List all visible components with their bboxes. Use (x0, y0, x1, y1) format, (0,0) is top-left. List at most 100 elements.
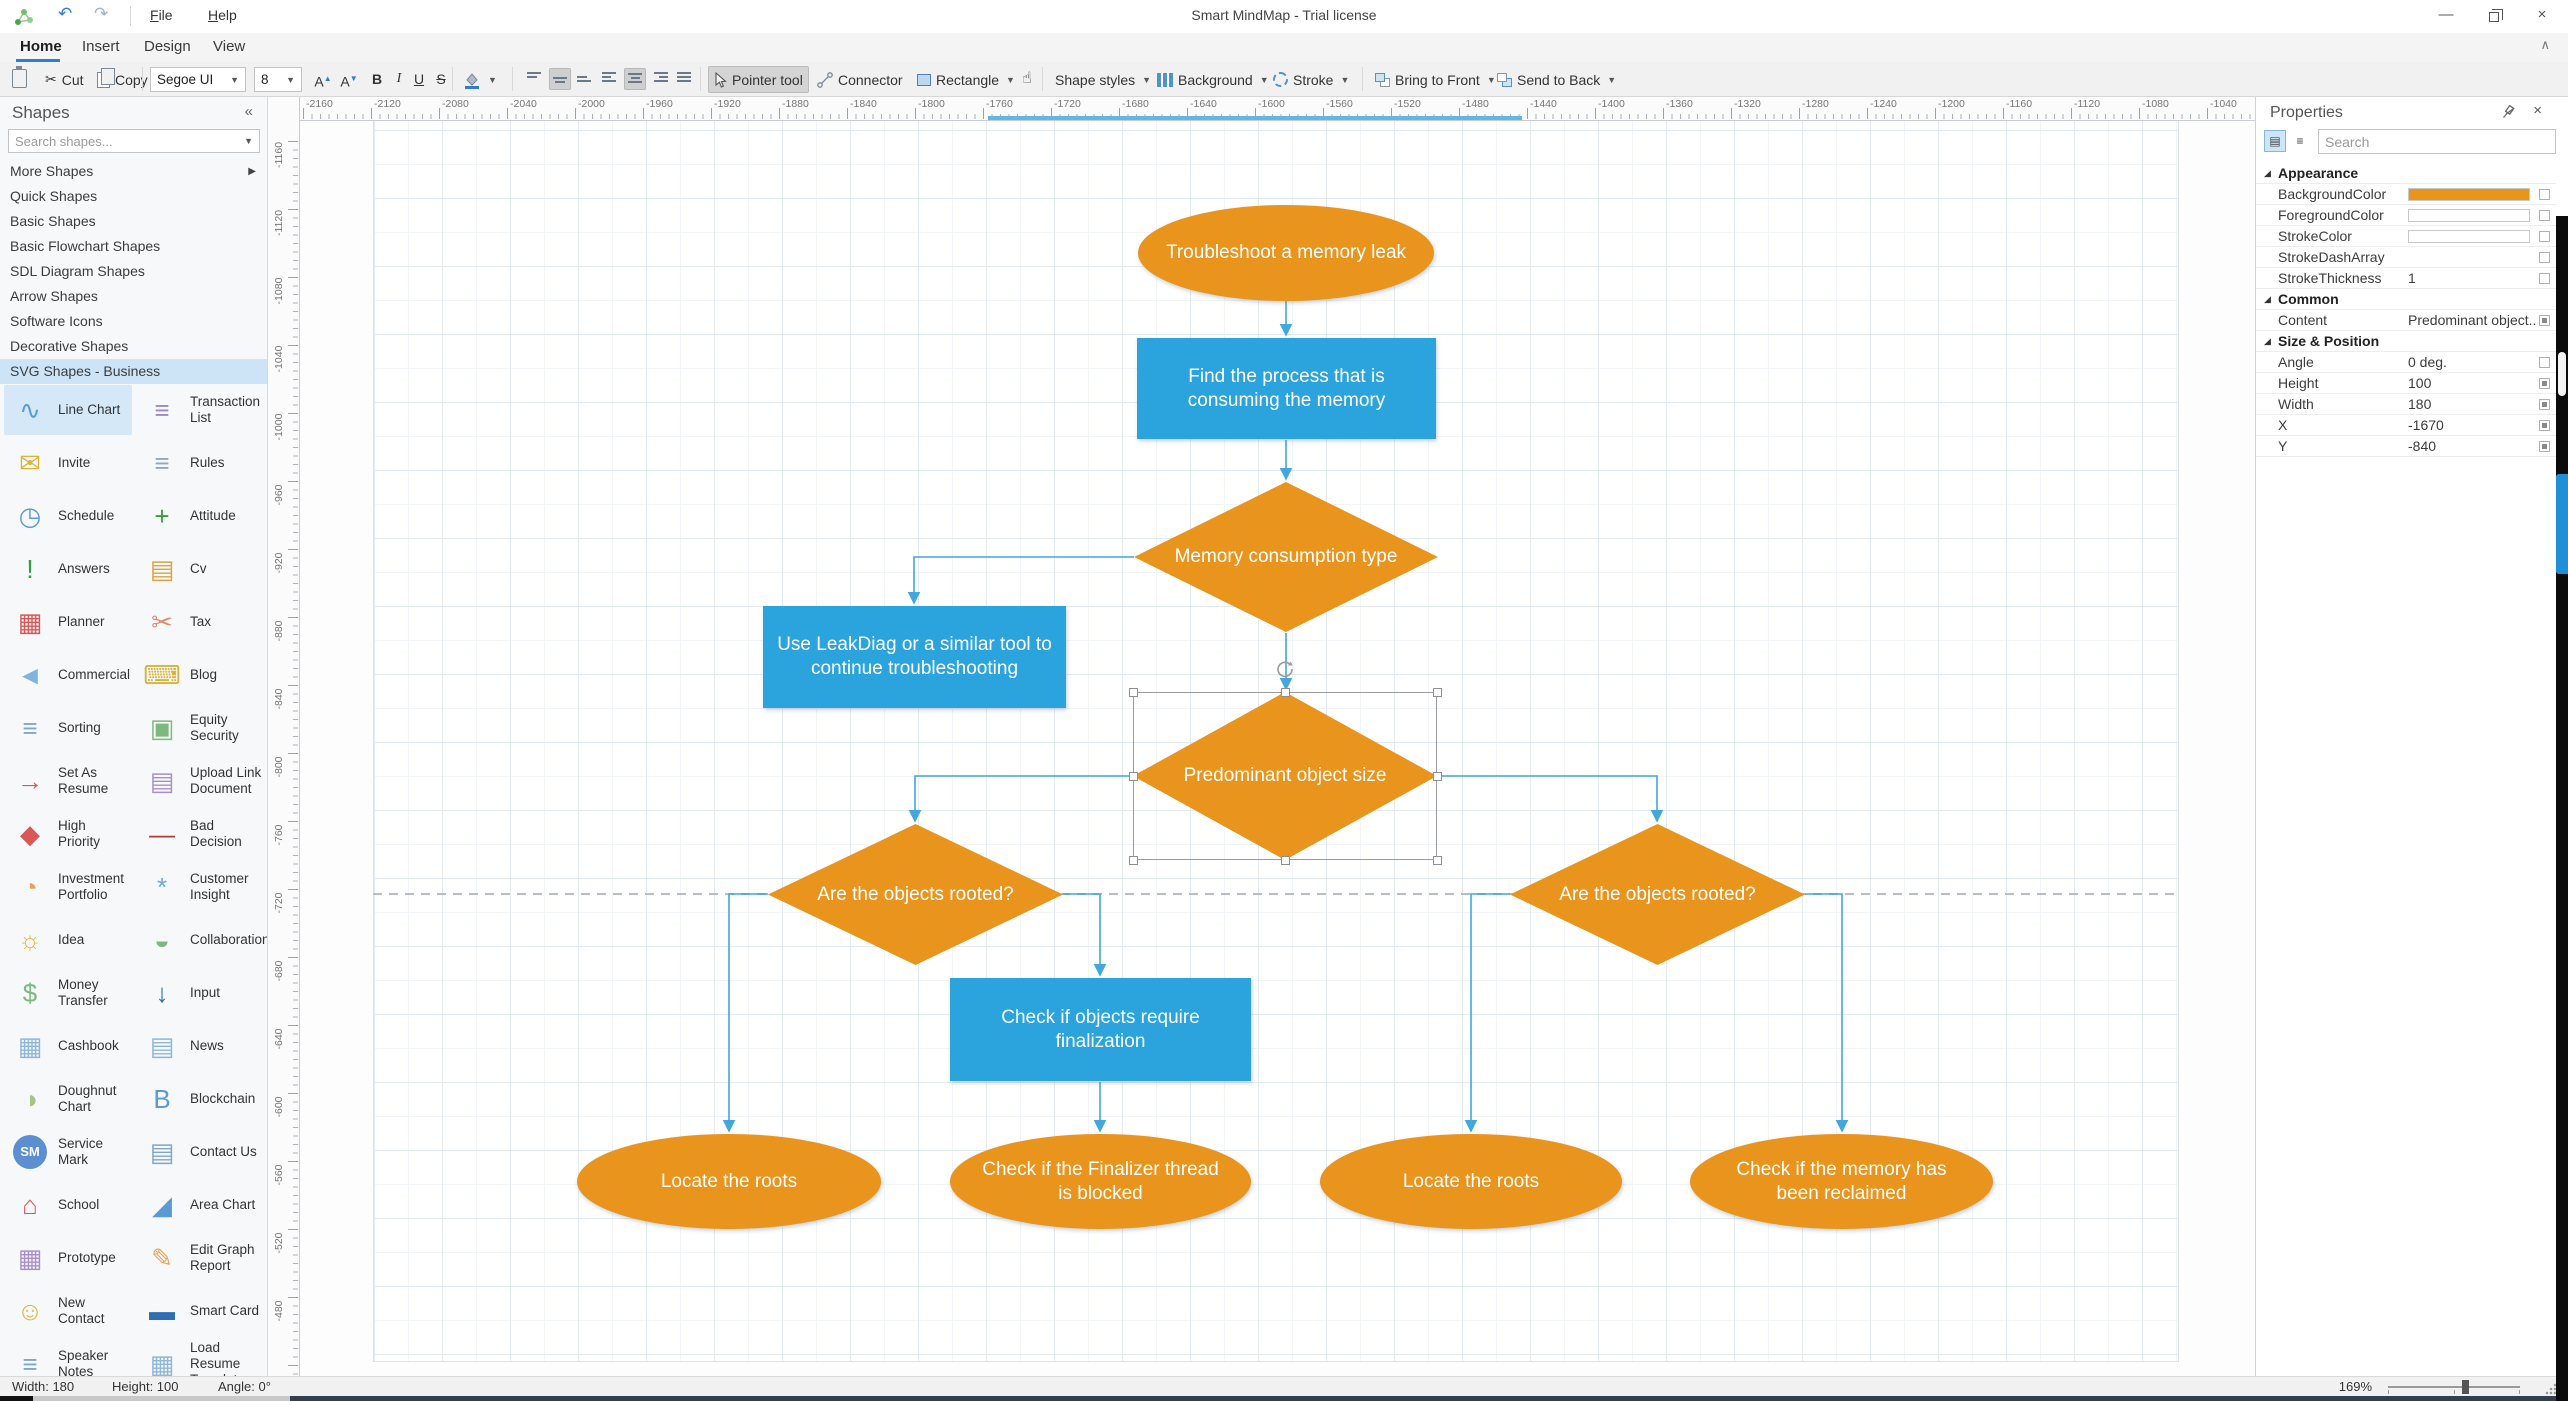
italic-button[interactable]: I (396, 71, 402, 86)
property-value[interactable]: -1670 (2408, 417, 2444, 433)
minimize-button[interactable]: — (2438, 6, 2454, 23)
tab-view[interactable]: View (213, 38, 246, 55)
property-value[interactable]: -840 (2408, 438, 2437, 454)
property-section-common[interactable]: ◢Common (2256, 289, 2556, 310)
shape-item-doughnut-chart[interactable]: ◑Doughnut Chart (4, 1074, 132, 1124)
tab-insert[interactable]: Insert (82, 38, 120, 55)
flow-node-n11[interactable]: Locate the roots (1320, 1134, 1622, 1229)
zoom-slider-thumb[interactable] (2462, 1380, 2469, 1394)
zoom-slider[interactable] (2388, 1377, 2520, 1397)
background-button[interactable]: Background ▼ (1152, 66, 1274, 93)
paste-icon[interactable] (12, 66, 27, 88)
shape-item-new-contact[interactable]: ☺New Contact (4, 1286, 132, 1336)
category-basic-flowchart-shapes[interactable]: Basic Flowchart Shapes (10, 238, 161, 254)
shape-item-high-priority[interactable]: ◆High Priority (4, 809, 132, 859)
font-family-select[interactable]: Segoe UI ▼ (150, 67, 246, 92)
tab-home[interactable]: Home (20, 38, 62, 55)
resize-grip[interactable] (2545, 1383, 2557, 1395)
property-checkbox[interactable] (2539, 357, 2550, 368)
category-more-shapes[interactable]: More Shapes▶ (0, 159, 267, 184)
shape-item-investment-portfolio[interactable]: ◔Investment Portfolio (4, 862, 132, 912)
categorized-view-button[interactable]: ▤ (2264, 130, 2286, 152)
grow-font-button[interactable]: A▲ (314, 73, 332, 90)
chevron-down-icon[interactable]: ▼ (244, 136, 253, 146)
redo-icon[interactable]: ↷ (94, 4, 109, 23)
close-icon[interactable]: × (2533, 102, 2542, 119)
shape-item-invite[interactable]: ✉Invite (4, 438, 132, 488)
category-quick-shapes[interactable]: Quick Shapes (10, 188, 98, 204)
property-checkbox[interactable] (2539, 315, 2550, 326)
shape-item-input[interactable]: ↓Input (136, 968, 264, 1018)
category-decorative-shapes[interactable]: Decorative Shapes (10, 338, 129, 354)
shape-item-speaker-notes[interactable]: ≡Speaker Notes (4, 1339, 132, 1376)
align-top-icon[interactable] (524, 68, 546, 90)
property-section-size-position[interactable]: ◢Size & Position (2256, 331, 2556, 352)
shape-item-bad-decision[interactable]: —Bad Decision (136, 809, 264, 859)
shape-item-customer-insight[interactable]: *Customer Insight (136, 862, 264, 912)
flow-node-n10[interactable]: Check if the Finalizer thread is blocked (950, 1134, 1251, 1229)
property-value[interactable]: 1 (2408, 270, 2416, 286)
pan-hand-icon[interactable]: ☝ (1022, 70, 1032, 87)
property-checkbox[interactable] (2539, 378, 2550, 389)
color-swatch[interactable] (2408, 230, 2530, 243)
shape-item-line-chart[interactable]: ∿Line Chart (4, 385, 132, 435)
shape-item-transaction-list[interactable]: ≡Transaction List (136, 385, 264, 435)
shape-search-input[interactable] (8, 129, 260, 153)
resize-handle[interactable] (1432, 771, 1442, 781)
flow-node-n8[interactable]: Check if objects require finalization (950, 978, 1251, 1081)
shape-item-money-transfer[interactable]: $Money Transfer (4, 968, 132, 1018)
align-middle-icon[interactable] (549, 68, 571, 90)
cut-button[interactable]: ✂ Cut (40, 66, 89, 93)
property-section-appearance[interactable]: ◢Appearance (2256, 163, 2556, 184)
category-svg-shapes-business[interactable]: SVG Shapes - Business (0, 359, 267, 384)
shape-item-upload-link-document[interactable]: ▤Upload Link Document (136, 756, 264, 806)
shape-item-rules[interactable]: ≡Rules (136, 438, 264, 488)
category-software-icons[interactable]: Software Icons (10, 313, 103, 329)
property-checkbox[interactable] (2539, 210, 2550, 221)
align-left-icon[interactable] (599, 68, 621, 90)
shape-item-commercial[interactable]: ◄Commercial (4, 650, 132, 700)
pointer-tool-button[interactable]: Pointer tool (708, 66, 809, 93)
resize-handle[interactable] (1280, 687, 1290, 697)
justify-icon[interactable] (674, 68, 696, 90)
shape-item-contact-us[interactable]: ▤Contact Us (136, 1127, 264, 1177)
shape-item-schedule[interactable]: ◷Schedule (4, 491, 132, 541)
flow-node-n4[interactable]: Use LeakDiag or a similar tool to contin… (763, 606, 1066, 708)
resize-handle[interactable] (1128, 771, 1138, 781)
shape-item-answers[interactable]: !Answers (4, 544, 132, 594)
shape-item-sorting[interactable]: ≡Sorting (4, 703, 132, 753)
rectangle-tool-button[interactable]: Rectangle ▼ (912, 66, 1020, 93)
undo-icon[interactable]: ↶ (58, 4, 73, 23)
ribbon-collapse-icon[interactable]: ∧ (2540, 37, 2550, 52)
resize-handle[interactable] (1432, 687, 1442, 697)
collapse-panel-icon[interactable]: « (244, 103, 253, 120)
property-value[interactable]: 0 deg. (2408, 354, 2447, 370)
close-button[interactable]: × (2537, 6, 2547, 23)
underline-button[interactable]: U (413, 71, 425, 87)
shrink-font-button[interactable]: A▼ (340, 73, 358, 90)
shape-item-school[interactable]: ⌂School (4, 1180, 132, 1230)
align-bottom-icon[interactable] (574, 68, 596, 90)
color-swatch[interactable] (2408, 209, 2530, 222)
bold-button[interactable]: B (371, 71, 383, 87)
category-basic-shapes[interactable]: Basic Shapes (10, 213, 96, 229)
shape-item-blog[interactable]: ⌨Blog (136, 650, 264, 700)
shape-item-tax[interactable]: ✂Tax (136, 597, 264, 647)
shape-item-attitude[interactable]: +Attitude (136, 491, 264, 541)
shape-styles-button[interactable]: Shape styles ▼ (1050, 66, 1156, 93)
shape-item-news[interactable]: ▤News (136, 1021, 264, 1071)
color-swatch[interactable] (2408, 188, 2530, 201)
pin-icon[interactable] (2502, 105, 2516, 119)
align-right-icon[interactable] (649, 68, 671, 90)
category-arrow-shapes[interactable]: Arrow Shapes (10, 288, 98, 304)
connector-button[interactable]: Connector (812, 66, 908, 93)
scrollbar-thumb[interactable] (2556, 474, 2568, 574)
font-size-select[interactable]: 8 ▼ (254, 67, 302, 92)
property-checkbox[interactable] (2539, 399, 2550, 410)
right-edge-scrollbar[interactable] (2556, 216, 2568, 1401)
tab-design[interactable]: Design (144, 38, 191, 55)
shape-item-cashbook[interactable]: ▦Cashbook (4, 1021, 132, 1071)
